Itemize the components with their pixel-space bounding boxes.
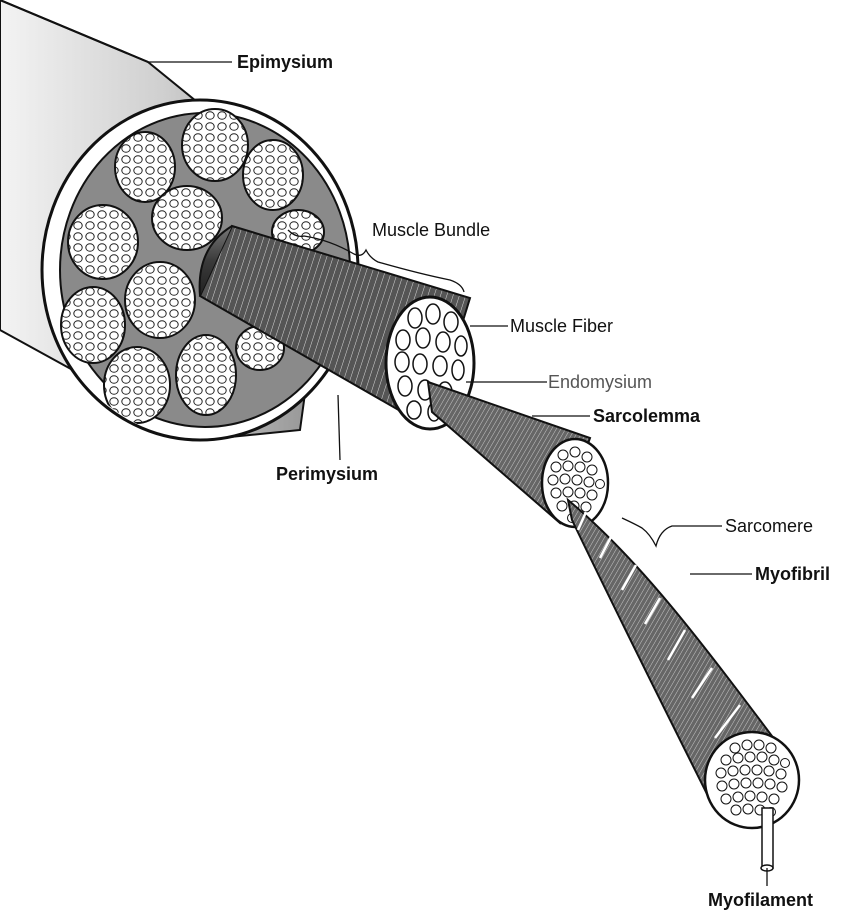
label-muscle-fiber-suffix: Fiber xyxy=(572,316,613,336)
label-muscle-fiber: Muscle Fiber xyxy=(510,316,613,336)
myofilament xyxy=(761,808,773,871)
muscle-fiber xyxy=(428,382,608,527)
myofibril xyxy=(568,500,799,828)
label-epimysium: Epimysium xyxy=(237,52,333,72)
label-myofilament: Myofilament xyxy=(708,890,813,910)
label-muscle-fiber-prefix: Muscle xyxy=(510,316,567,336)
label-myofibril: Myofibril xyxy=(755,564,830,584)
label-muscle-bundle-suffix: Bundle xyxy=(434,220,490,240)
label-muscle-bundle: Muscle Bundle xyxy=(372,220,490,240)
label-perimysium: Perimysium xyxy=(276,464,378,484)
label-endomysium: Endomysium xyxy=(548,372,652,392)
label-sarcolemma: Sarcolemma xyxy=(593,406,701,426)
label-muscle-bundle-prefix: Muscle xyxy=(372,220,429,240)
label-sarcomere: Sarcomere xyxy=(725,516,813,536)
